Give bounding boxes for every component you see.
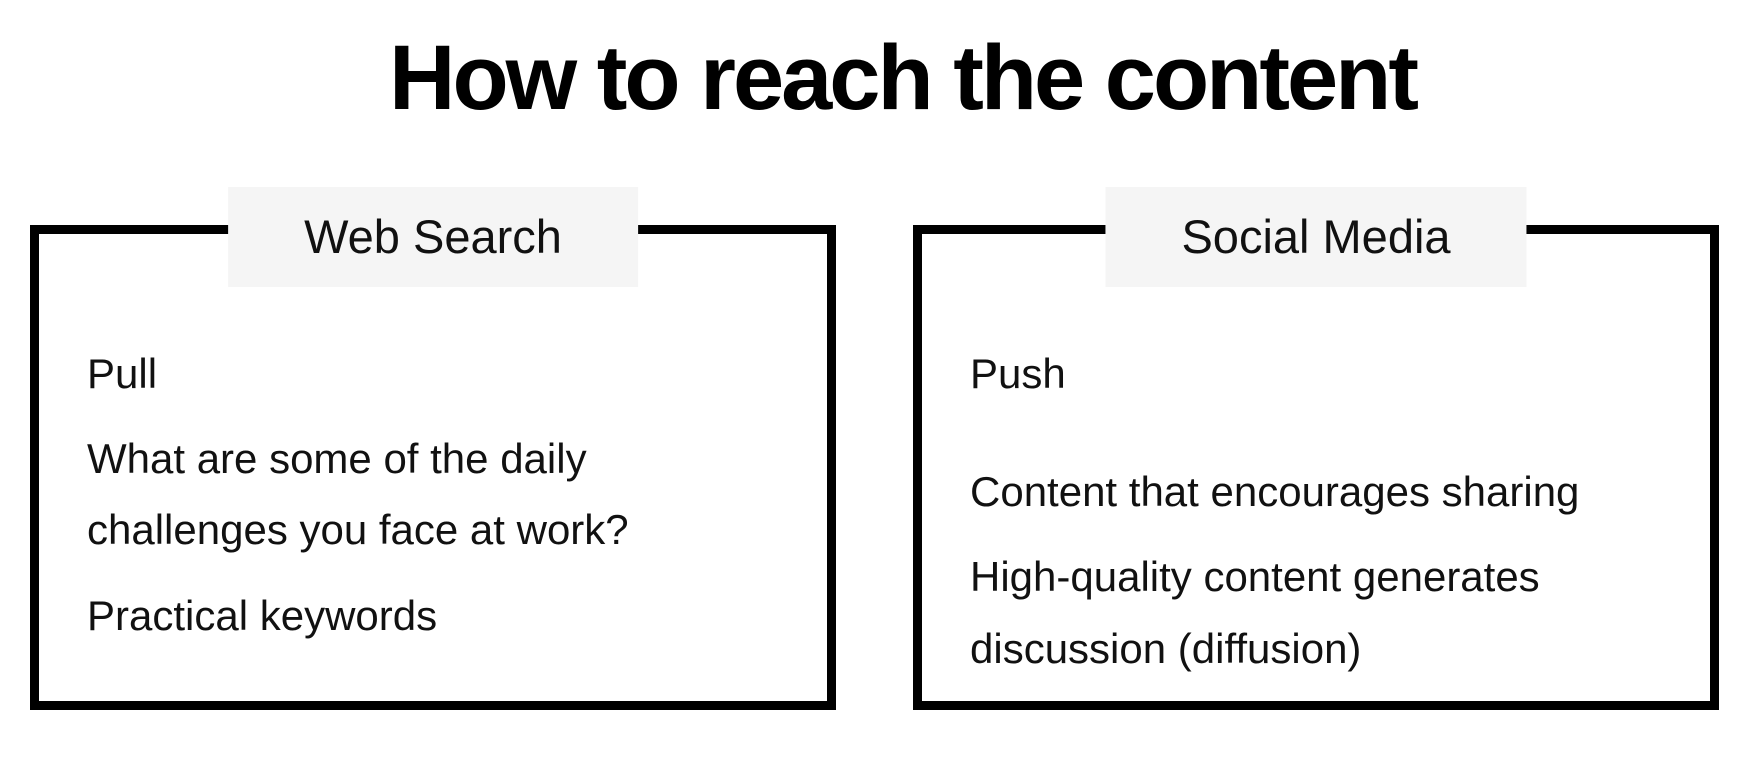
web-search-panel-body: Pull What are some of the daily challeng… [39,234,827,652]
web-search-text-practical-keywords: Practical keywords [87,591,438,639]
web-search-text-daily-challenges: What are some of the daily challenges yo… [87,434,629,554]
panels-row: Web Search Pull What are some of the dai… [30,186,1719,710]
social-media-text-encourages-sharing: Content that encourages sharing [970,467,1580,515]
social-media-text-push: Push [970,349,1066,397]
web-search-text-pull: Pull [87,349,158,397]
web-search-panel-label: Web Search [228,186,638,287]
social-media-panel-label: Social Media [1105,186,1527,287]
social-media-panel: Social Media Push Content that encourage… [913,186,1719,710]
social-media-panel-body: Push Content that encourages sharing Hig… [922,234,1710,685]
web-search-panel: Web Search Pull What are some of the dai… [30,186,836,710]
social-media-text-high-quality: High-quality content generates discussio… [970,553,1540,672]
slide-title: How to reach the content [389,27,1419,129]
